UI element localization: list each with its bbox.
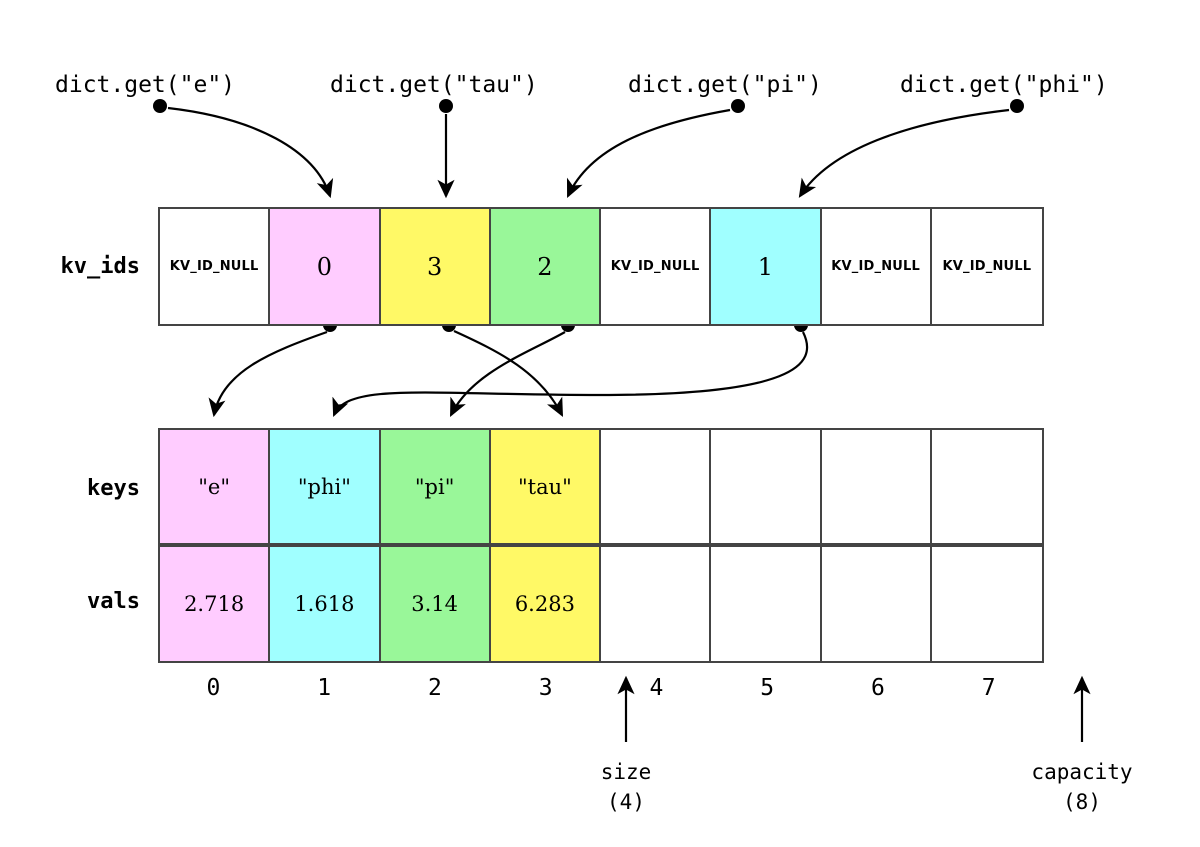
keys-value-1: "phi" [297, 474, 351, 499]
arrow-call-phi-to-slot5 [798, 108, 1010, 198]
kv-ids-array: KV_ID_NULL 0 3 2 KV_ID_NULL 1 KV_ID_NULL KV_ID_… [158, 207, 1044, 326]
keys-cell-1: "phi" [270, 430, 381, 543]
capacity-marker-label: capacity (8) [1002, 760, 1162, 814]
vals-value-1: 1.618 [294, 592, 355, 616]
vals-cell-6 [821, 547, 932, 661]
index-label-3: 3 [538, 675, 553, 701]
call-label-phi: dict.get("phi") [900, 72, 1108, 98]
row-label-vals: vals [87, 589, 140, 614]
index-label-2: 2 [427, 675, 442, 701]
kv-ids-value-7: KV_ID_NULL [942, 259, 1032, 274]
keys-value-0: "e" [198, 474, 230, 499]
kv-ids-value-0: KV_ID_NULL [169, 259, 259, 274]
kv-ids-cell-2: 3 [380, 209, 491, 324]
arrow-slot3-to-entry2 [450, 331, 566, 417]
arrow-slot2-to-entry3 [453, 329, 564, 417]
index-label-4: 4 [649, 675, 664, 701]
kv-ids-cell-6: KV_ID_NULL [821, 209, 932, 324]
vals-value-0: 2.718 [184, 592, 245, 616]
call-dot-e [153, 99, 167, 113]
row-label-keys: keys [87, 476, 140, 501]
capacity-marker-name: capacity [1031, 760, 1133, 784]
kv-ids-value-6: KV_ID_NULL [831, 259, 921, 274]
arrow-slot5-to-entry1 [332, 331, 809, 418]
call-dot-pi [731, 99, 745, 113]
kv-ids-value-2: 3 [426, 252, 443, 281]
call-dot-phi [1010, 99, 1024, 113]
vals-cell-2: 3.14 [380, 547, 491, 661]
keys-cell-3: "tau" [490, 430, 601, 543]
call-label-e: dict.get("e") [55, 72, 236, 98]
kv-ids-cell-5: 1 [711, 209, 822, 324]
index-label-5: 5 [760, 675, 775, 701]
vals-cell-7 [931, 547, 1042, 661]
keys-cell-4 [601, 430, 712, 543]
keys-value-2: "pi" [414, 474, 455, 499]
index-axis: 0 1 2 3 4 5 6 7 [158, 675, 1044, 701]
vals-cell-1: 1.618 [270, 547, 381, 661]
kv-ids-cell-0: KV_ID_NULL [160, 209, 271, 324]
vals-cell-4 [601, 547, 712, 661]
keys-cell-2: "pi" [380, 430, 491, 543]
kv-ids-value-4: KV_ID_NULL [610, 259, 700, 274]
kv-ids-cell-3: 2 [490, 209, 601, 324]
kv-ids-value-1: 0 [316, 252, 333, 281]
arrow-call-pi-to-slot3 [566, 108, 731, 198]
call-label-tau: dict.get("tau") [330, 72, 538, 98]
call-label-pi: dict.get("pi") [628, 72, 822, 98]
kv-ids-cell-4: KV_ID_NULL [601, 209, 712, 324]
kv-ids-value-5: 1 [757, 252, 774, 281]
vals-array: 2.718 1.618 3.14 6.283 [158, 545, 1044, 663]
vals-cell-3: 6.283 [490, 547, 601, 661]
kv-ids-cell-1: 0 [270, 209, 381, 324]
keys-cell-6 [821, 430, 932, 543]
keys-cell-7 [931, 430, 1042, 543]
keys-array: "e" "phi" "pi" "tau" [158, 428, 1044, 545]
arrow-slot1-to-entry0 [208, 330, 328, 418]
size-marker-label: size (4) [546, 760, 706, 814]
keys-cell-0: "e" [160, 430, 271, 543]
vals-cell-0: 2.718 [160, 547, 271, 661]
keys-value-3: "tau" [517, 474, 572, 499]
capacity-marker-value: (8) [1063, 790, 1101, 814]
index-label-0: 0 [206, 675, 221, 701]
kv-ids-cell-7: KV_ID_NULL [931, 209, 1042, 324]
vals-cell-5 [711, 547, 822, 661]
size-marker-name: size [600, 760, 652, 784]
vals-value-2: 3.14 [411, 592, 458, 616]
keys-cell-5 [711, 430, 822, 543]
kv-ids-value-3: 2 [537, 252, 553, 281]
vals-value-3: 6.283 [514, 592, 575, 616]
index-label-1: 1 [317, 675, 332, 701]
call-dot-tau [439, 99, 453, 113]
index-label-6: 6 [870, 675, 885, 701]
index-label-7: 7 [981, 675, 996, 701]
row-label-kv-ids: kv_ids [60, 254, 140, 279]
arrow-call-e-to-slot1 [167, 106, 334, 199]
size-marker-value: (4) [607, 790, 645, 814]
